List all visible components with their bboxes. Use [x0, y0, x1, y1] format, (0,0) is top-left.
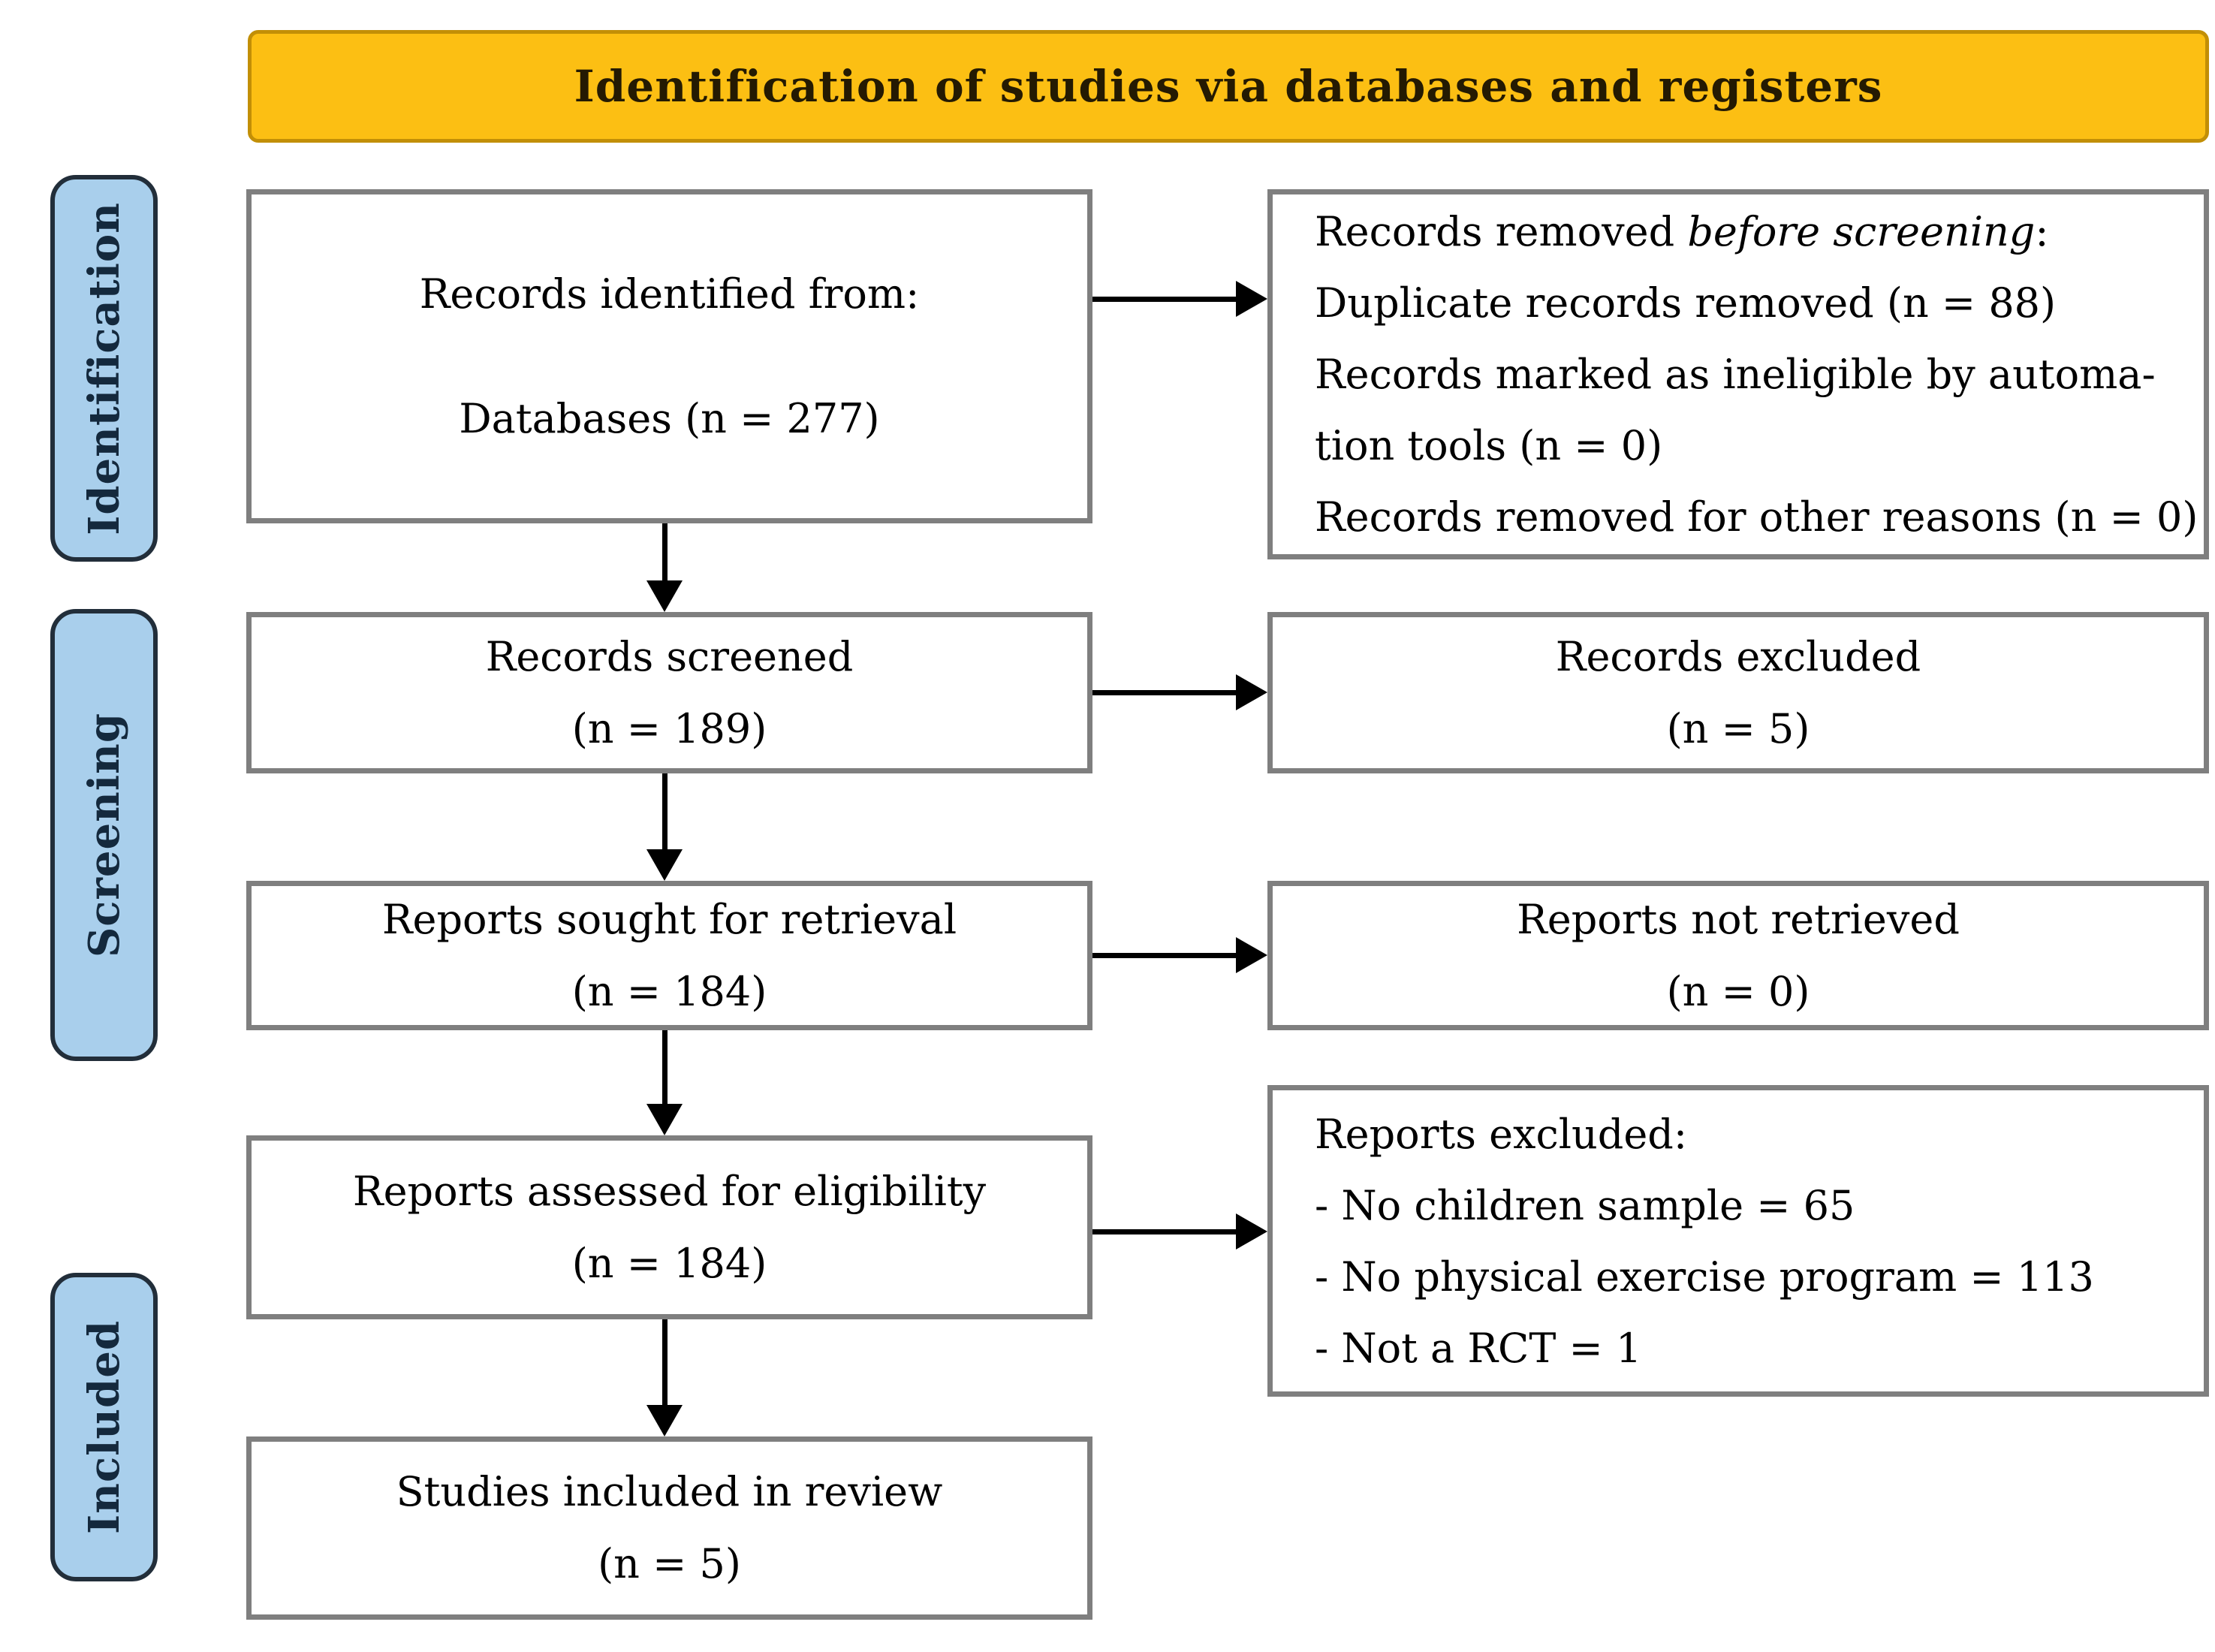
- arrow-identified-to-screened: [646, 523, 683, 612]
- arrow-right-icon: [1236, 281, 1267, 317]
- arrow-assessed-to-reports-excluded: [1092, 1213, 1267, 1250]
- box-line: (n = 0): [1666, 967, 1810, 1015]
- arrow-shaft: [1092, 296, 1236, 302]
- arrow-shaft: [1092, 689, 1236, 695]
- arrow-down-icon: [646, 580, 683, 612]
- box-line: (n = 5): [1666, 704, 1810, 752]
- arrow-shaft: [1092, 1228, 1236, 1234]
- arrow-shaft: [661, 773, 668, 849]
- box-line: (n = 184): [571, 1239, 767, 1287]
- box-line: Records identified from:: [419, 270, 920, 318]
- banner: Identification of studies via databases …: [248, 30, 2209, 143]
- box-line: Records marked as ineligible by automa-: [1315, 351, 2156, 398]
- stage-included-label: Included: [79, 1320, 129, 1534]
- box-line: Reports assessed for eligibility: [352, 1167, 987, 1215]
- box-line: Records removed for other reasons (n = 0…: [1315, 493, 2198, 541]
- box-line: Databases (n = 277): [459, 394, 880, 442]
- arrow-screened-to-sought: [646, 773, 683, 881]
- banner-title: Identification of studies via databases …: [574, 61, 1883, 112]
- arrow-assessed-to-included: [646, 1319, 683, 1436]
- arrow-sought-to-not-retrieved: [1092, 937, 1267, 973]
- box-line: Records excluded: [1555, 632, 1921, 680]
- arrow-identified-to-removed: [1092, 281, 1267, 317]
- arrow-shaft: [1092, 952, 1236, 958]
- box-reports-excluded: Reports excluded: - No children sample =…: [1267, 1085, 2209, 1397]
- box-line: Duplicate records removed (n = 88): [1315, 279, 2057, 327]
- box-line: - No physical exercise program = 113: [1315, 1253, 2094, 1301]
- box-line: (n = 5): [598, 1540, 741, 1587]
- box-line: - No children sample = 65: [1315, 1181, 1855, 1229]
- box-line: (n = 184): [571, 967, 767, 1015]
- box-line: Reports sought for retrieval: [381, 895, 957, 943]
- box-line: Reports not retrieved: [1517, 895, 1960, 943]
- box-studies-included: Studies included in review (n = 5): [246, 1436, 1092, 1620]
- arrow-right-icon: [1236, 674, 1267, 710]
- arrow-shaft: [661, 1030, 668, 1104]
- arrow-down-icon: [646, 849, 683, 881]
- box-reports-sought: Reports sought for retrieval (n = 184): [246, 881, 1092, 1030]
- box-line: (n = 189): [571, 704, 767, 752]
- box-reports-not-retrieved: Reports not retrieved (n = 0): [1267, 881, 2209, 1030]
- arrow-down-icon: [646, 1405, 683, 1436]
- box-records-removed: Records removed before screening: Duplic…: [1267, 189, 2209, 559]
- box-line: tion tools (n = 0): [1315, 422, 1663, 469]
- arrow-shaft: [661, 1319, 668, 1405]
- box-records-identified: Records identified from: Databases (n = …: [246, 189, 1092, 523]
- arrow-sought-to-assessed: [646, 1030, 683, 1135]
- stage-included: Included: [50, 1273, 158, 1581]
- stage-screening-label: Screening: [79, 712, 129, 958]
- box-records-excluded: Records excluded (n = 5): [1267, 612, 2209, 773]
- box-line: Reports excluded:: [1315, 1110, 1688, 1158]
- arrow-right-icon: [1236, 1213, 1267, 1250]
- arrow-down-icon: [646, 1104, 683, 1135]
- box-records-screened: Records screened (n = 189): [246, 612, 1092, 773]
- arrow-right-icon: [1236, 937, 1267, 973]
- box-line: - Not a RCT = 1: [1315, 1324, 1642, 1372]
- stage-identification-label: Identification: [79, 201, 129, 535]
- arrow-screened-to-excluded: [1092, 674, 1267, 710]
- box-line: Records screened: [485, 632, 854, 680]
- box-line: Records removed before screening:: [1315, 208, 2049, 255]
- stage-identification: Identification: [50, 175, 158, 562]
- box-reports-assessed: Reports assessed for eligibility (n = 18…: [246, 1135, 1092, 1319]
- arrow-shaft: [661, 523, 668, 580]
- box-line: Studies included in review: [396, 1468, 943, 1515]
- stage-screening: Screening: [50, 609, 158, 1061]
